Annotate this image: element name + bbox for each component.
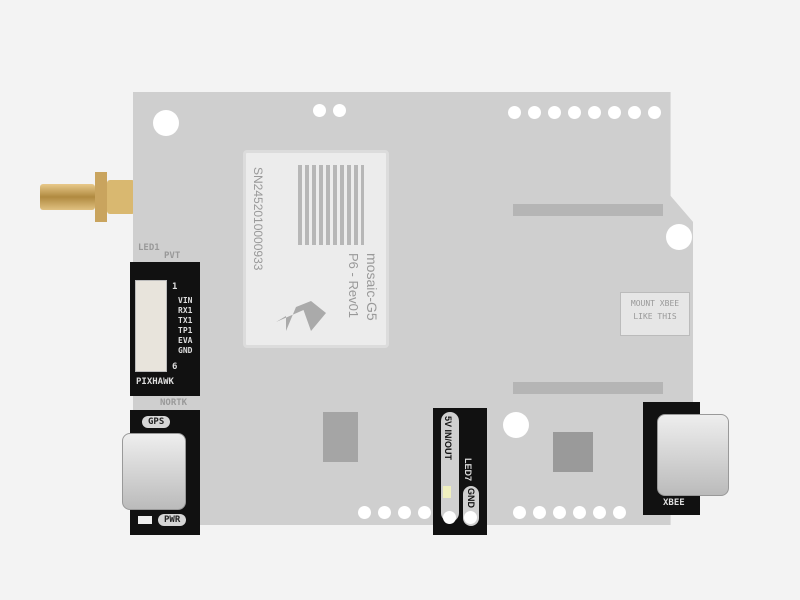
- xbee-usb-highlight: XBEE: [643, 402, 729, 515]
- pin-1-label: 1: [172, 282, 178, 292]
- pwr-led: [138, 516, 152, 524]
- gnss-module: mosaic-G5 P6 - Rev01 SN2452010000933: [243, 150, 389, 348]
- nortk-label: NORTK: [158, 398, 190, 408]
- gnd-pin[interactable]: [464, 511, 477, 524]
- power-header-highlight: 5V IN/OUT LED7 GND: [433, 408, 487, 535]
- led1-label: LED1: [136, 243, 162, 253]
- gnd-label: GND: [466, 488, 476, 508]
- sma-antenna-connector: [40, 172, 135, 222]
- xbee-label: XBEE: [663, 498, 685, 508]
- pin-header: [513, 204, 663, 216]
- pixhawk-connector[interactable]: [135, 280, 167, 372]
- pixhawk-pin-labels: VIN RX1 TX1 TP1 EVA GND: [178, 296, 193, 355]
- led7: [443, 486, 451, 498]
- 5v-in-out-label: 5V IN/OUT: [443, 416, 453, 461]
- ic-u6: [553, 432, 593, 472]
- xbee-mount-note: MOUNT XBEE LIKE THIS: [620, 292, 690, 336]
- gps-usb-c-port[interactable]: [122, 433, 186, 510]
- pwr-led-label: PWR: [158, 514, 187, 526]
- led7-label: LED7: [463, 458, 473, 482]
- pin-6-label: 6: [172, 362, 178, 372]
- ic-u5: [323, 412, 358, 462]
- module-serial: SN2452010000933: [251, 167, 265, 271]
- pixhawk-highlight: 1 6 VIN RX1 TX1 TP1 EVA GND PIXHAWK: [130, 262, 200, 396]
- pcb-board: [133, 92, 693, 525]
- gps-label: GPS: [142, 416, 171, 428]
- pin-header: [513, 382, 663, 394]
- pvt-label: PVT: [162, 251, 183, 261]
- septentrio-logo-icon: [276, 301, 326, 331]
- pixhawk-label: PIXHAWK: [136, 377, 174, 387]
- 5v-pin[interactable]: [443, 511, 456, 524]
- xbee-usb-c-port[interactable]: [657, 414, 729, 496]
- module-brand: mosaic-G5: [364, 253, 380, 321]
- module-revision: P6 - Rev01: [346, 253, 361, 319]
- datamatrix-code: [298, 165, 364, 245]
- gps-usb-highlight: GPS PWR: [122, 410, 200, 535]
